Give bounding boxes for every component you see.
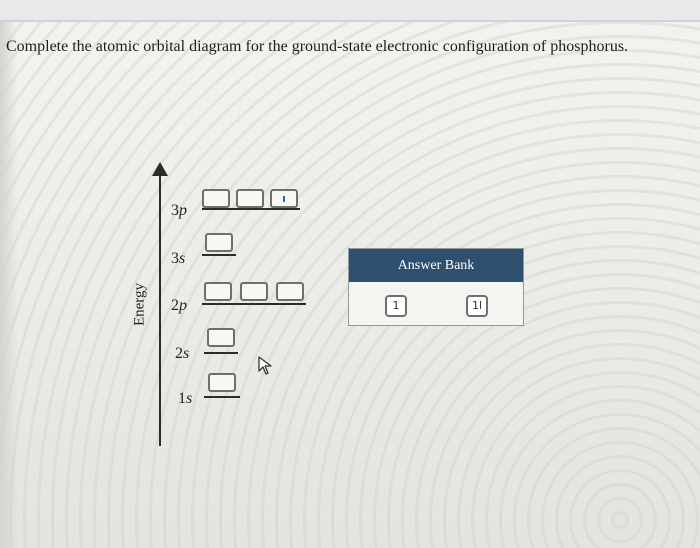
left-edge-shade xyxy=(0,22,18,548)
level-label-3s-l: s xyxy=(179,250,186,267)
level-label-2p-n: 2 xyxy=(171,297,179,314)
level-label-2s: 2s xyxy=(175,345,189,363)
answer-tile-electron-pair[interactable]: 1l xyxy=(466,295,488,317)
level-label-3s-n: 3 xyxy=(171,250,179,267)
level-label-2p: 2p xyxy=(171,297,187,315)
orbital-baseline-1s xyxy=(204,396,240,398)
level-label-1s-n: 1 xyxy=(178,390,186,407)
orbital-baseline-3p xyxy=(202,208,300,210)
energy-axis-label: Energy xyxy=(131,282,148,327)
question-text: Complete the atomic orbital diagram for … xyxy=(6,38,629,55)
top-divider xyxy=(0,20,700,22)
orbital-box-3s-1[interactable] xyxy=(205,233,233,252)
level-label-2s-n: 2 xyxy=(175,345,183,362)
cursor-arrow-icon xyxy=(258,356,272,375)
level-label-3s: 3s xyxy=(171,250,185,268)
orbital-baseline-3s xyxy=(202,254,236,256)
orbital-baseline-2s xyxy=(204,352,238,354)
orbital-box-3p-2[interactable] xyxy=(236,189,264,208)
orbital-box-3p-3[interactable]: ı xyxy=(270,189,298,208)
arrow-up-icon xyxy=(152,162,168,176)
orbital-baseline-2p xyxy=(202,303,306,305)
orbital-box-2p-3[interactable] xyxy=(276,282,304,301)
orbital-box-3p-1[interactable] xyxy=(202,189,230,208)
level-label-2s-l: s xyxy=(183,345,190,362)
orbital-box-2s-1[interactable] xyxy=(207,328,235,347)
orbital-box-1s-1[interactable] xyxy=(208,373,236,392)
level-label-3p-n: 3 xyxy=(171,202,179,219)
level-label-1s-l: s xyxy=(186,390,193,407)
top-bar xyxy=(0,0,700,20)
energy-axis-line xyxy=(159,172,161,446)
level-label-2p-l: p xyxy=(179,297,187,314)
level-label-3p: 3p xyxy=(171,202,187,220)
level-label-1s: 1s xyxy=(178,390,192,408)
level-label-3p-l: p xyxy=(179,202,187,219)
orbital-box-2p-2[interactable] xyxy=(240,282,268,301)
answer-tile-single-electron[interactable]: 1 xyxy=(385,295,407,317)
answer-bank: Answer Bank 1 1l xyxy=(348,248,524,326)
orbital-box-2p-1[interactable] xyxy=(204,282,232,301)
answer-bank-title: Answer Bank xyxy=(349,249,523,282)
